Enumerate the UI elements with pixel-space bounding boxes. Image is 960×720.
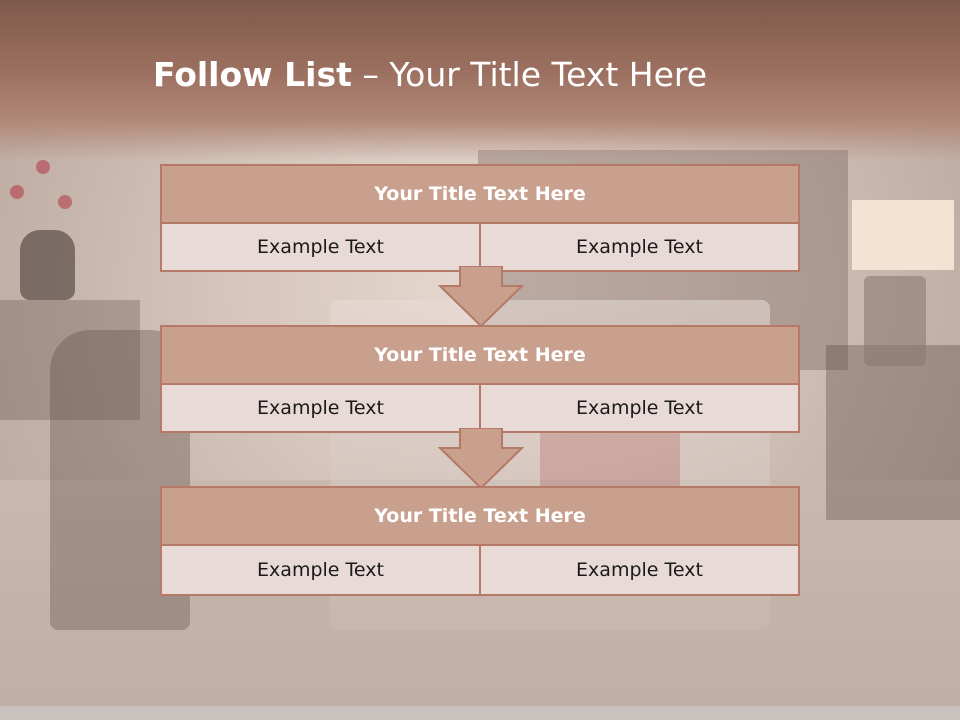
follow-step-1: Your Title Text Here Example Text Exampl…	[160, 164, 800, 272]
step-row: Example Text Example Text	[162, 546, 798, 594]
slide-title-rest: – Your Title Text Here	[351, 55, 708, 94]
title-band	[0, 0, 960, 160]
step-right-text: Example Text	[479, 224, 798, 270]
follow-step-2: Your Title Text Here Example Text Exampl…	[160, 325, 800, 433]
step-left-text: Example Text	[162, 224, 479, 270]
arrow-down-icon	[438, 428, 524, 490]
step-left-text: Example Text	[162, 546, 479, 594]
slide-title: Follow List – Your Title Text Here	[0, 55, 910, 94]
step-title: Your Title Text Here	[162, 327, 798, 385]
step-left-text: Example Text	[162, 385, 479, 431]
step-title: Your Title Text Here	[162, 488, 798, 546]
step-right-text: Example Text	[479, 385, 798, 431]
step-title: Your Title Text Here	[162, 166, 798, 224]
step-row: Example Text Example Text	[162, 385, 798, 431]
follow-step-3: Your Title Text Here Example Text Exampl…	[160, 486, 800, 596]
step-row: Example Text Example Text	[162, 224, 798, 270]
step-right-text: Example Text	[479, 546, 798, 594]
arrow-down-icon	[438, 266, 524, 328]
slide-title-bold: Follow List	[152, 55, 352, 94]
